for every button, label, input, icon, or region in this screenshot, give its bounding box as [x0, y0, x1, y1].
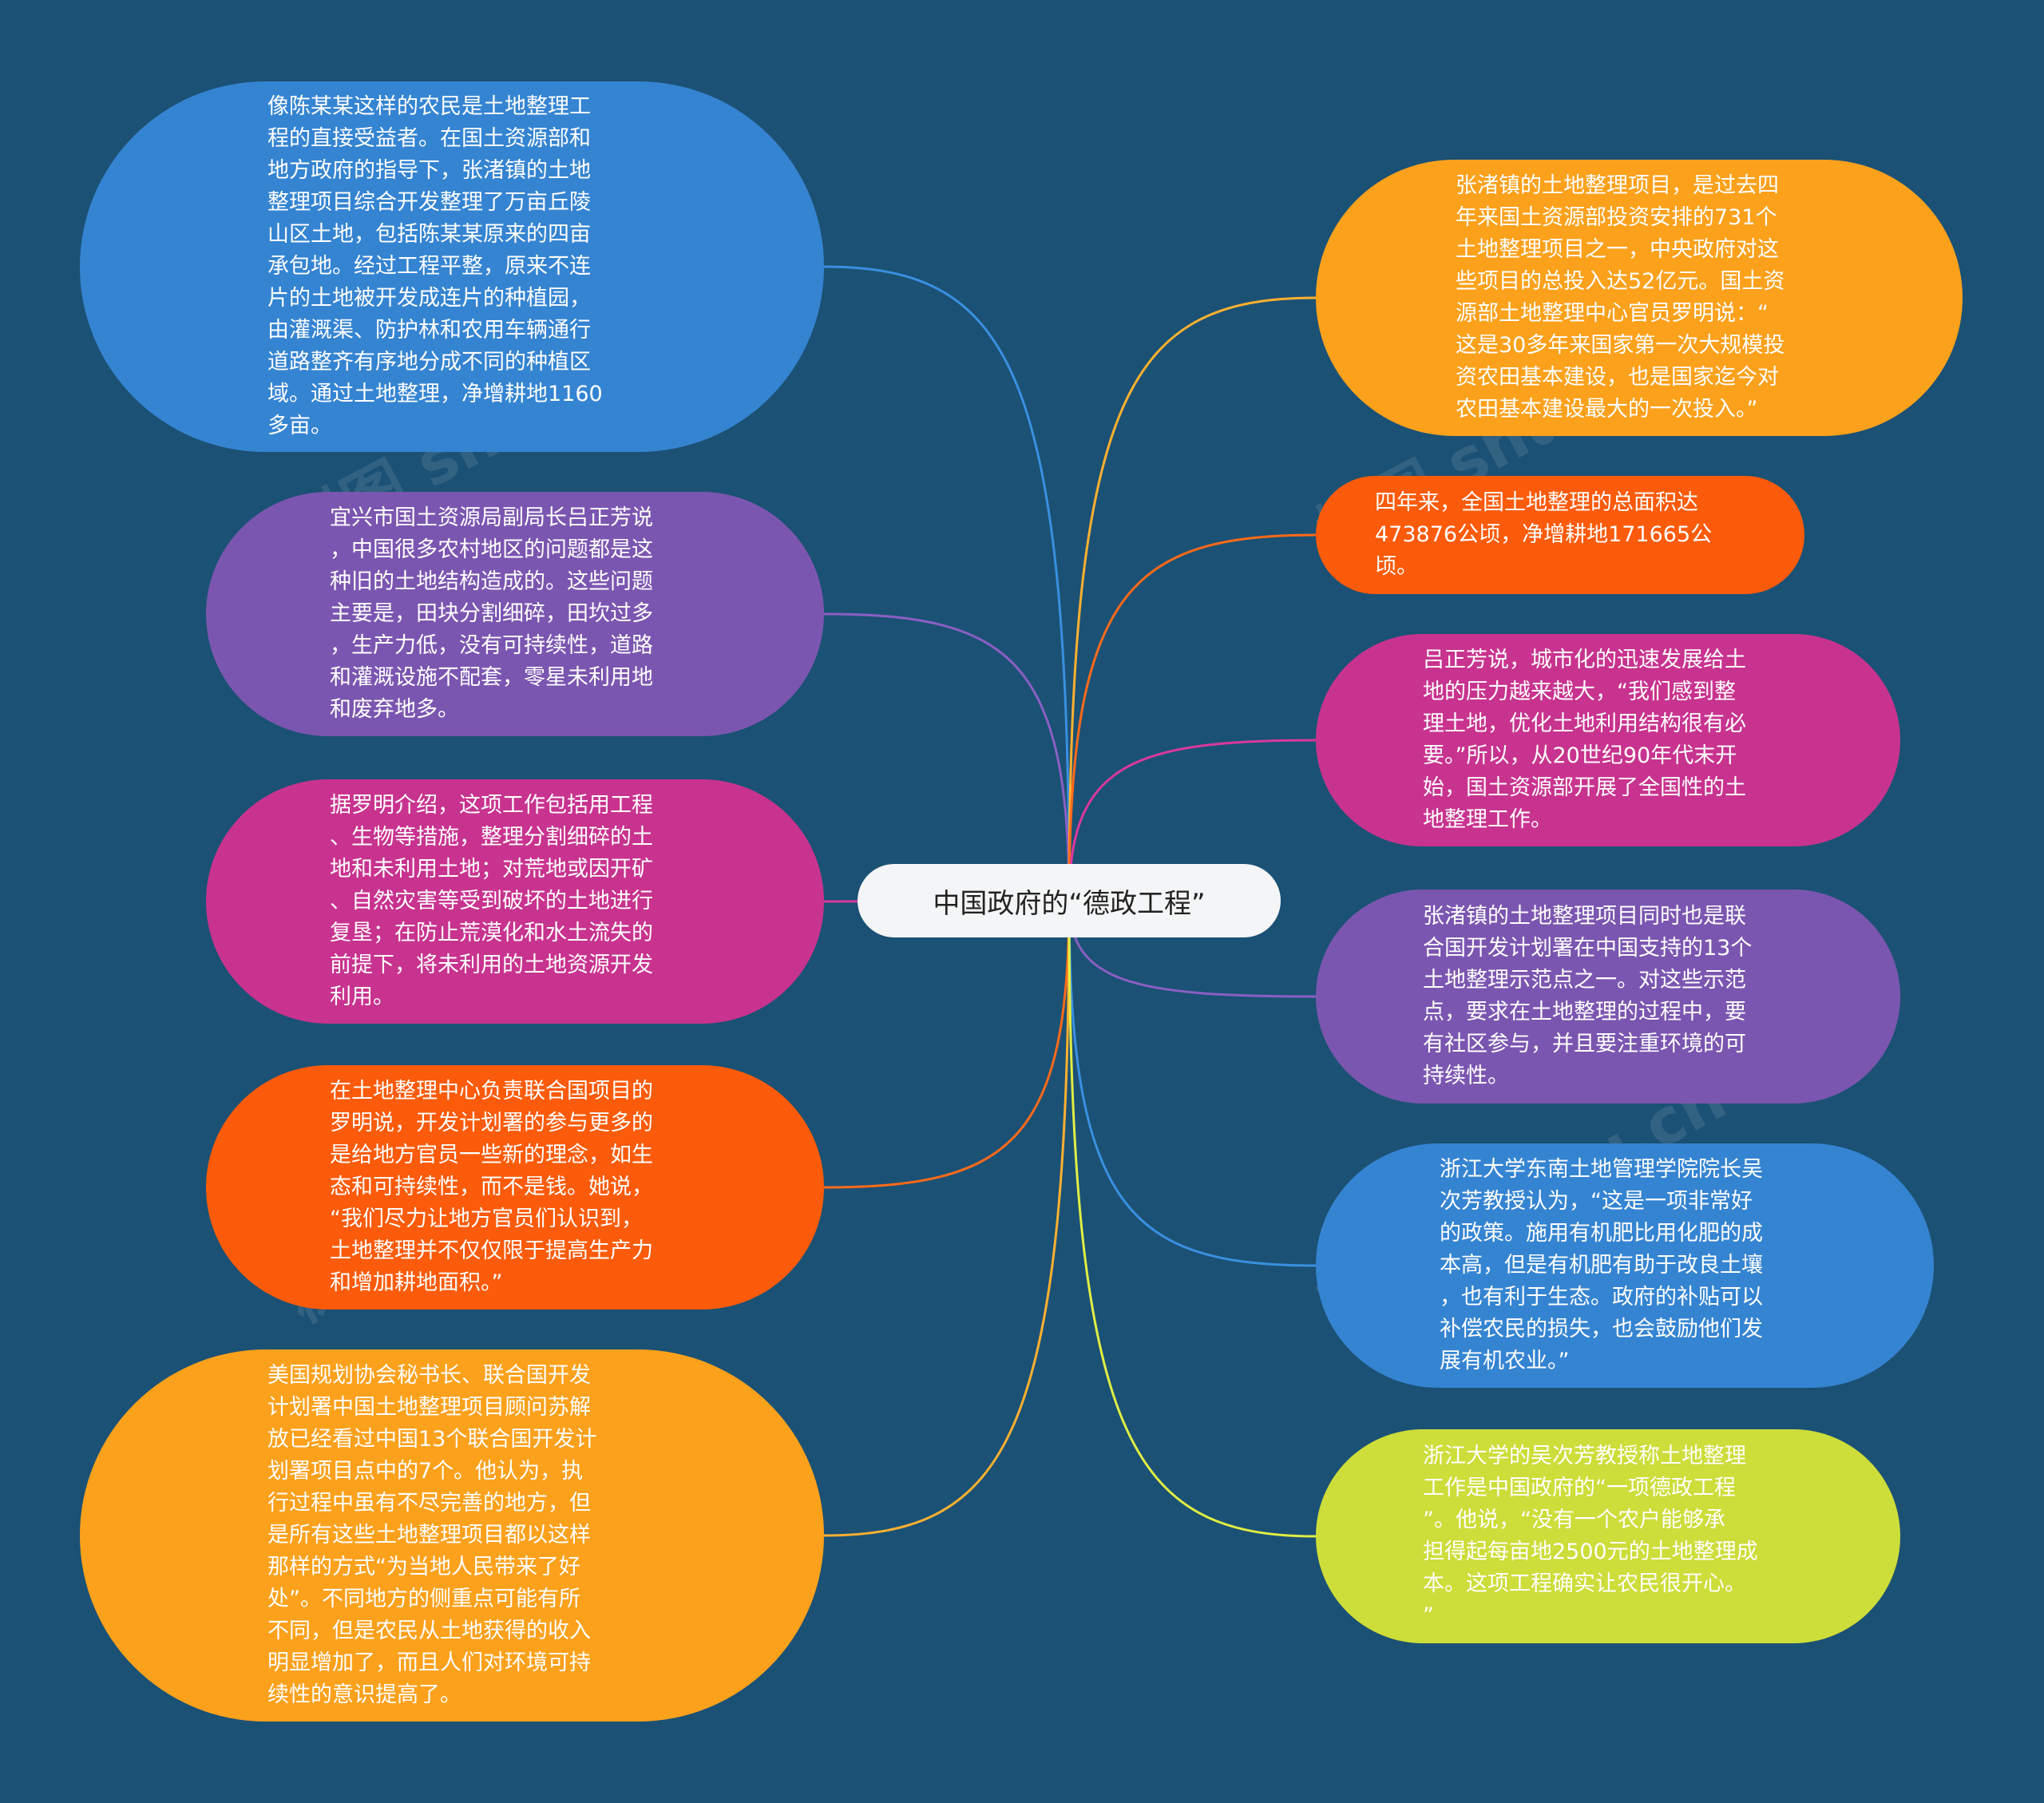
topic-node-right-1[interactable]: 张渚镇的土地整理项目，是过去四 年来国土资源部投资安排的731个 土地整理项目之… [1316, 160, 1963, 436]
connector-R6 [1068, 900, 1317, 1538]
topic-text: 像陈某某这样的农民是土地整理工 程的直接受益者。在国土资源部和 地方政府的指导下… [267, 94, 603, 438]
connector-R3 [1068, 739, 1317, 902]
topic-text: 张渚镇的土地整理项目同时也是联 合国开发计划署在中国支持的13个 土地整理示范点… [1423, 904, 1753, 1088]
topic-node-right-6[interactable]: 浙江大学的吴次芳教授称土地整理 工作是中国政府的“一项德政工程 ”。他说，“没有… [1316, 1429, 1900, 1643]
connector-L1 [823, 265, 1071, 902]
connector-R5 [1068, 900, 1317, 1267]
topic-node-left-3[interactable]: 据罗明介绍，这项工作包括用工程 、生物等措施，整理分割细碎的土 地和未利用土地；… [206, 779, 824, 1024]
connector-R2 [1068, 533, 1317, 902]
topic-node-left-2[interactable]: 宜兴市国土资源局副局长吕正芳说 ，中国很多农村地区的问题都是这 种旧的土地结构造… [206, 492, 824, 736]
topic-text: 四年来，全国土地整理的总面积达 473876公顷，净增耕地171665公 顷。 [1375, 490, 1713, 579]
topic-text: 美国规划协会秘书长、联合国开发 计划署中国土地整理项目顾问苏解 放已经看过中国1… [267, 1363, 597, 1707]
topic-node-left-4[interactable]: 在土地整理中心负责联合国项目的 罗明说，开发计划署的参与更多的 是给地方官员一些… [206, 1065, 824, 1310]
topic-node-left-5[interactable]: 美国规划协会秘书长、联合国开发 计划署中国土地整理项目顾问苏解 放已经看过中国1… [80, 1349, 824, 1722]
center-topic[interactable]: 中国政府的“德政工程” [858, 864, 1281, 937]
topic-text: 浙江大学东南土地管理学院院长吴 次芳教授认为，“这是一项非常好 的政策。施用有机… [1440, 1157, 1763, 1373]
topic-text: 宜兴市国土资源局副局长吕正芳说 ，中国很多农村地区的问题都是这 种旧的土地结构造… [330, 505, 653, 722]
topic-node-left-1[interactable]: 像陈某某这样的农民是土地整理工 程的直接受益者。在国土资源部和 地方政府的指导下… [80, 81, 824, 452]
center-topic-title: 中国政府的“德政工程” [933, 887, 1206, 920]
topic-text: 在土地整理中心负责联合国项目的 罗明说，开发计划署的参与更多的 是给地方官员一些… [330, 1079, 653, 1295]
topic-text: 浙江大学的吴次芳教授称土地整理 工作是中国政府的“一项德政工程 ”。他说，“没有… [1423, 1444, 1758, 1628]
connector-L5 [823, 900, 1071, 1537]
topic-node-right-2[interactable]: 四年来，全国土地整理的总面积达 473876公顷，净增耕地171665公 顷。 [1316, 476, 1804, 594]
topic-node-right-3[interactable]: 吕正芳说，城市化的迅速发展给土 地的压力越来越大，“我们感到整 理土地，优化土地… [1316, 634, 1900, 846]
topic-node-right-4[interactable]: 张渚镇的土地整理项目同时也是联 合国开发计划署在中国支持的13个 土地整理示范点… [1316, 890, 1900, 1104]
connector-R1 [1068, 296, 1317, 902]
topic-text: 吕正芳说，城市化的迅速发展给土 地的压力越来越大，“我们感到整 理土地，优化土地… [1423, 648, 1746, 832]
topic-node-right-5[interactable]: 浙江大学东南土地管理学院院长吴 次芳教授认为，“这是一项非常好 的政策。施用有机… [1316, 1143, 1934, 1388]
connector-L2 [823, 612, 1071, 902]
connector-L4 [823, 900, 1071, 1189]
topic-text: 据罗明介绍，这项工作包括用工程 、生物等措施，整理分割细碎的土 地和未利用土地；… [330, 793, 653, 1009]
topic-text: 张渚镇的土地整理项目，是过去四 年来国土资源部投资安排的731个 土地整理项目之… [1456, 173, 1785, 422]
